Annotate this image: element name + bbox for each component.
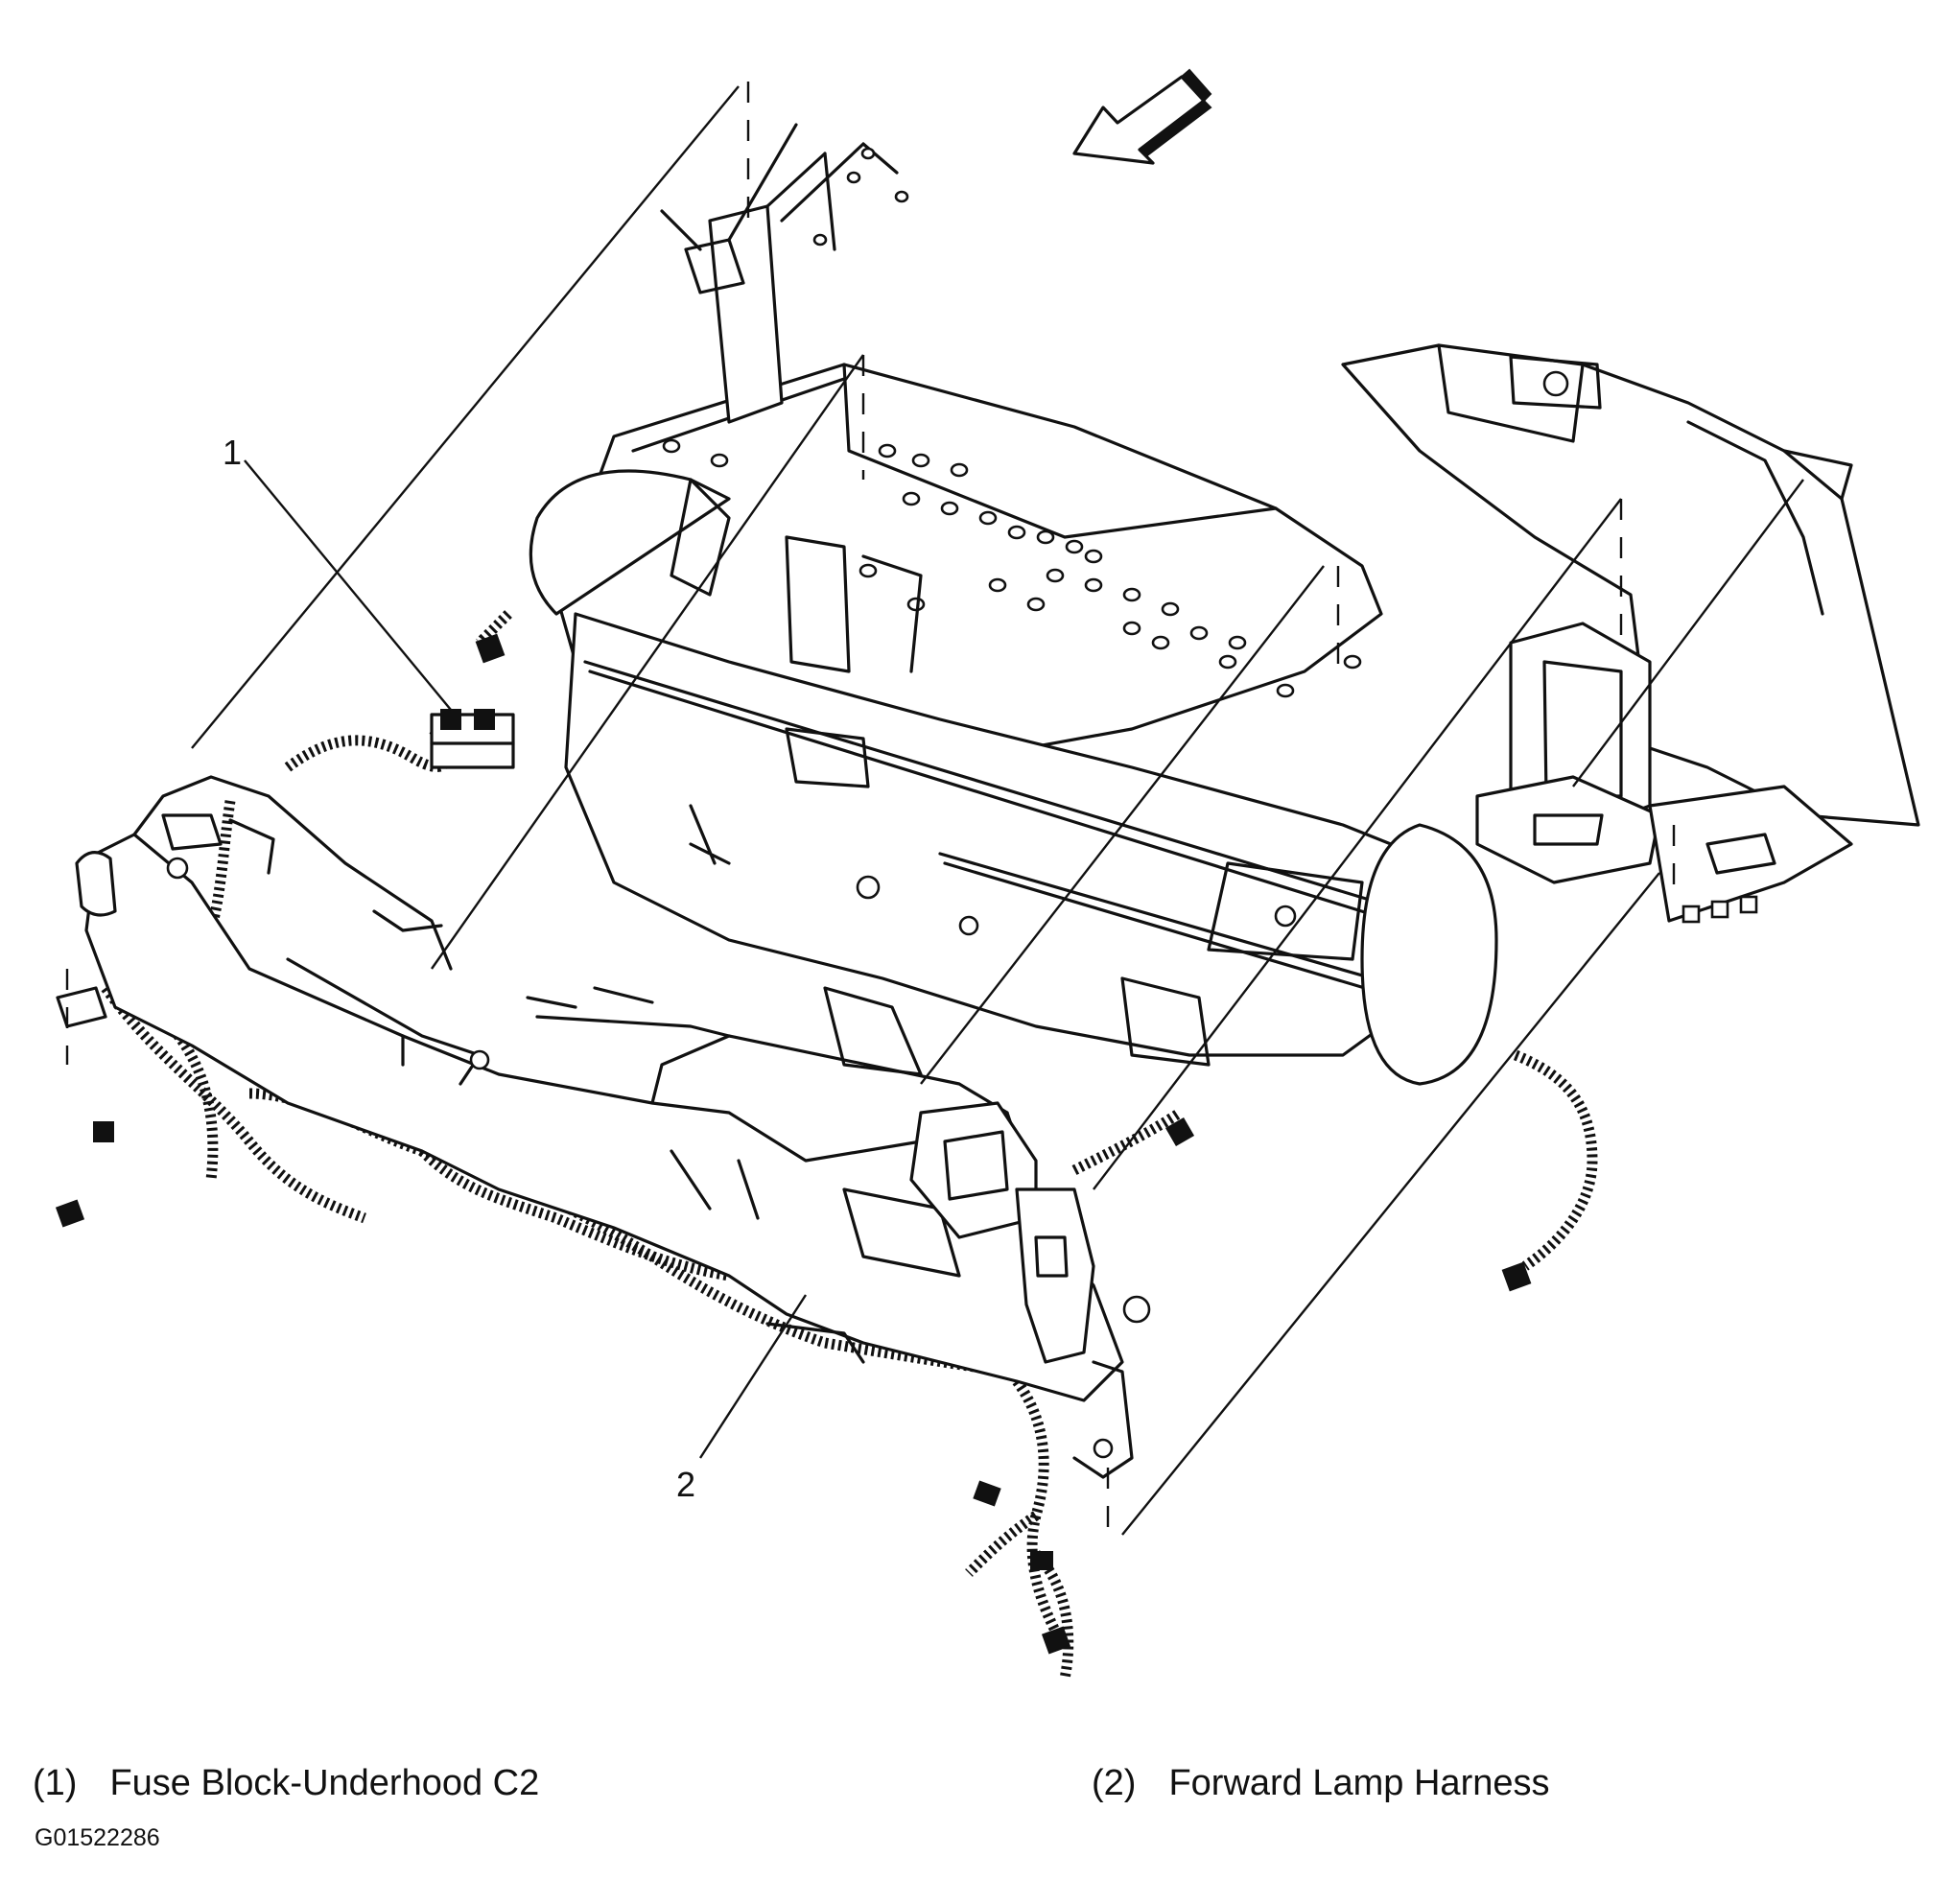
front-end-structure	[529, 123, 1920, 1086]
callout-leaders	[191, 85, 1804, 1536]
legend-label-2: Forward Lamp Harness	[1168, 1763, 1550, 1803]
legend-item-1: (1) Fuse Block-Underhood C2	[33, 1765, 539, 1801]
callout-number-2: 2	[676, 1465, 696, 1504]
alignment-guides	[65, 82, 1676, 1535]
legend-item-2: (2) Forward Lamp Harness	[1092, 1765, 1550, 1801]
legend-number-2: (2)	[1092, 1763, 1137, 1803]
callout-number-1: 1	[223, 433, 243, 472]
legend-label-1: Fuse Block-Underhood C2	[109, 1763, 540, 1803]
legend-number-1: (1)	[33, 1763, 78, 1803]
harness-connectors	[55, 633, 1532, 1655]
figure-id: G01522286	[35, 1824, 160, 1851]
lamp-harness-carrier	[56, 775, 1151, 1479]
direction-arrow-icon	[1072, 68, 1212, 165]
